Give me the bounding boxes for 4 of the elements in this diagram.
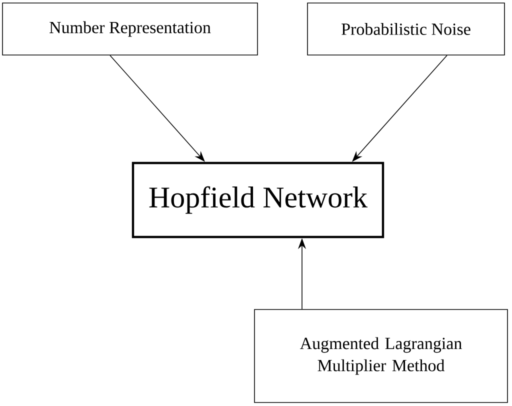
concept-box: Augmented Lagrangian Multiplier Method [254, 309, 508, 403]
concept-box: Number Representation [2, 2, 258, 56]
network-box: Hopfield Network [132, 162, 384, 238]
concept-box: Probabilistic Noise [307, 2, 505, 56]
